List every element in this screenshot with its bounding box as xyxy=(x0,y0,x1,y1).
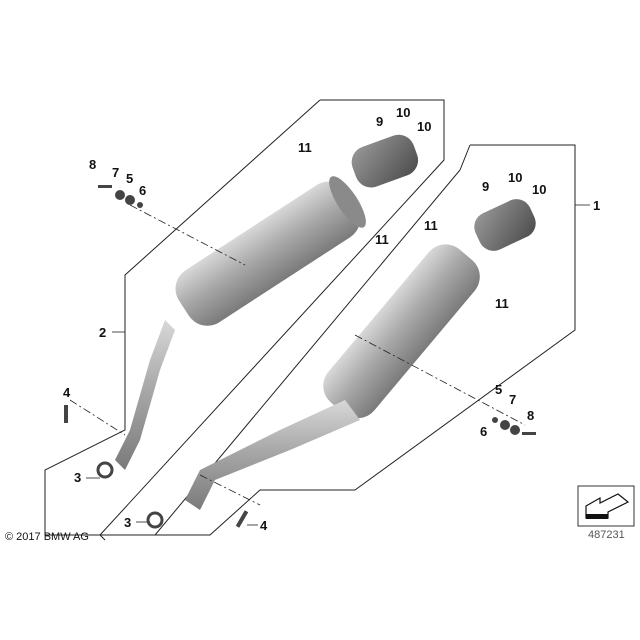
callout-6: 6 xyxy=(139,183,147,198)
muffler-left-pipe xyxy=(115,320,175,470)
callout-10: 10 xyxy=(508,170,523,185)
callout-9: 9 xyxy=(376,114,384,129)
callout-3: 3 xyxy=(74,470,82,485)
callout-1: 1 xyxy=(593,198,601,213)
callout-5: 5 xyxy=(126,171,134,186)
end-cap-left xyxy=(351,134,419,188)
callout-11: 11 xyxy=(375,232,389,247)
group-frame-left xyxy=(44,99,445,536)
callout-5: 5 xyxy=(495,382,503,397)
callout-4: 4 xyxy=(260,518,268,533)
callout-11: 11 xyxy=(298,140,312,155)
callout-9: 9 xyxy=(482,179,490,194)
callout-4: 4 xyxy=(63,385,71,400)
callout-11: 11 xyxy=(495,296,509,311)
callout-10: 10 xyxy=(396,105,411,120)
callout-7: 7 xyxy=(112,165,120,180)
muffler-right xyxy=(323,244,480,419)
callout-6: 6 xyxy=(480,424,488,439)
callout-7: 7 xyxy=(509,392,517,407)
muffler-left xyxy=(175,176,366,326)
callout-11: 11 xyxy=(424,218,438,233)
muffler-right-pipe xyxy=(185,400,360,510)
callout-3: 3 xyxy=(124,515,132,530)
callout-10: 10 xyxy=(417,119,432,134)
group-frame-right xyxy=(98,144,576,541)
callout-2: 2 xyxy=(99,325,107,340)
callout-8: 8 xyxy=(527,408,535,423)
diagram-number: 487231 xyxy=(588,529,625,541)
copyright: © 2017 BMW AG xyxy=(5,531,89,543)
callout-10: 10 xyxy=(532,182,547,197)
end-cap-right xyxy=(474,199,536,251)
callout-8: 8 xyxy=(89,157,97,172)
direction-arrow-icon xyxy=(577,485,635,527)
